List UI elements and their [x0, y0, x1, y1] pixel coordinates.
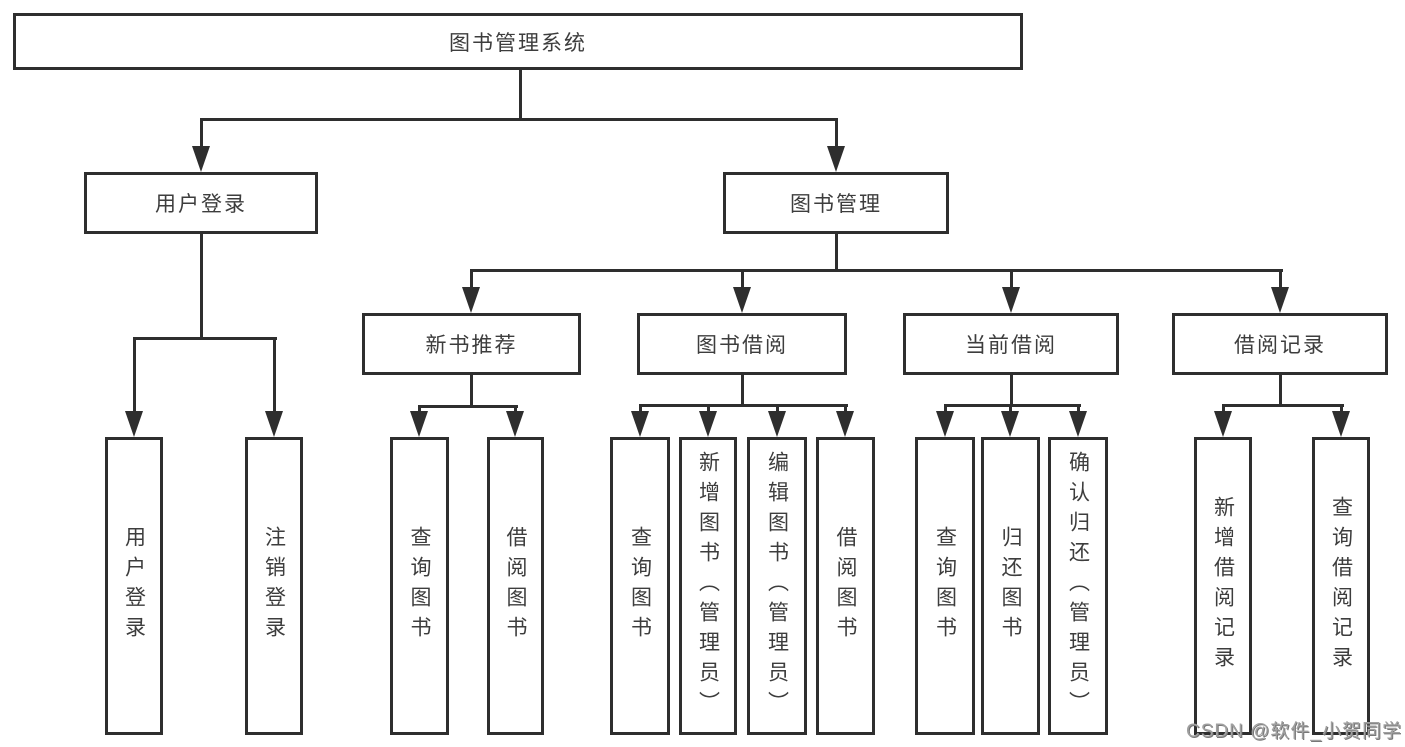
arrowhead-down-icon	[506, 411, 524, 437]
arrowhead-down-icon	[768, 411, 786, 437]
node-borrow-records: 借阅记录	[1172, 313, 1388, 375]
connector-line	[741, 269, 744, 289]
connector-line	[741, 375, 744, 406]
node-current-borrow-label: 当前借阅	[965, 334, 1057, 357]
node-borrow-records-label: 借阅记录	[1234, 334, 1326, 357]
arrowhead-down-icon	[1214, 411, 1232, 437]
connector-line	[273, 337, 276, 413]
connector-line	[639, 404, 848, 407]
leaf-add-borrow-record: 新增借阅记录	[1194, 437, 1252, 735]
leaf-add-book-admin-label: 新增图书（管理员）	[696, 451, 720, 721]
leaf-borrow-books-recommend-label: 借阅图书	[504, 526, 528, 646]
leaf-add-borrow-record-label: 新增借阅记录	[1211, 496, 1235, 676]
leaf-query-borrow-record-label: 查询借阅记录	[1329, 496, 1353, 676]
leaf-query-borrow-record: 查询借阅记录	[1312, 437, 1370, 735]
connector-line	[639, 404, 642, 413]
leaf-query-books-current: 查询图书	[915, 437, 975, 735]
connector-line	[519, 70, 522, 118]
arrowhead-down-icon	[631, 411, 649, 437]
leaf-logout: 注销登录	[245, 437, 303, 735]
leaf-logout-label: 注销登录	[262, 526, 286, 646]
connector-line	[418, 405, 518, 408]
arrowhead-down-icon	[733, 287, 751, 313]
connector-line	[944, 404, 947, 413]
arrowhead-down-icon	[192, 146, 210, 172]
leaf-confirm-return-admin-label: 确认归还（管理员）	[1066, 451, 1090, 721]
arrowhead-down-icon	[1001, 411, 1019, 437]
leaf-query-books-borrow: 查询图书	[610, 437, 670, 735]
connector-line	[1077, 404, 1080, 413]
node-user-login: 用户登录	[84, 172, 318, 234]
connector-line	[514, 405, 517, 413]
node-new-book-recommend-label: 新书推荐	[425, 334, 518, 357]
node-book-management-label: 图书管理	[790, 193, 882, 216]
leaf-return-book-label: 归还图书	[999, 526, 1023, 646]
leaf-user-login: 用户登录	[105, 437, 163, 735]
node-new-book-recommend: 新书推荐	[362, 313, 581, 375]
connector-line	[944, 404, 1081, 407]
csdn-watermark: CSDN @软件_小贺同学	[1186, 721, 1402, 742]
leaf-borrow-books-recommend: 借阅图书	[487, 437, 544, 735]
leaf-add-book-admin: 新增图书（管理员）	[679, 437, 737, 735]
node-book-management: 图书管理	[723, 172, 949, 234]
connector-line	[470, 269, 473, 289]
arrowhead-down-icon	[410, 411, 428, 437]
connector-line	[1222, 404, 1225, 413]
arrowhead-down-icon	[936, 411, 954, 437]
leaf-return-book: 归还图书	[981, 437, 1040, 735]
connector-line	[1340, 404, 1343, 413]
connector-line	[835, 234, 838, 271]
connector-line	[133, 337, 277, 340]
node-root: 图书管理系统	[13, 13, 1023, 70]
connector-line	[470, 375, 473, 407]
connector-line	[133, 337, 136, 413]
connector-line	[470, 269, 1283, 272]
connector-line	[200, 234, 203, 338]
node-current-borrow: 当前借阅	[903, 313, 1119, 375]
leaf-edit-book-admin-label: 编辑图书（管理员）	[765, 451, 789, 721]
leaf-query-books-current-label: 查询图书	[933, 526, 957, 646]
connector-line	[1010, 375, 1013, 406]
arrowhead-down-icon	[1332, 411, 1350, 437]
node-root-label: 图书管理系统	[449, 31, 587, 55]
leaf-confirm-return-admin: 确认归还（管理员）	[1048, 437, 1108, 735]
connector-line	[844, 404, 847, 413]
arrowhead-down-icon	[1271, 287, 1289, 313]
connector-line	[1279, 375, 1282, 406]
arrowhead-down-icon	[836, 411, 854, 437]
connector-line	[1010, 269, 1013, 289]
arrowhead-down-icon	[462, 287, 480, 313]
arrowhead-down-icon	[265, 411, 283, 437]
node-book-borrow-label: 图书借阅	[696, 334, 788, 357]
connector-line	[200, 118, 838, 121]
connector-line	[200, 118, 203, 150]
connector-line	[1279, 269, 1282, 289]
connector-line	[1009, 404, 1012, 413]
connector-line	[1222, 404, 1344, 407]
connector-line	[835, 118, 838, 150]
connector-line	[707, 404, 710, 413]
leaf-user-login-label: 用户登录	[122, 526, 146, 646]
leaf-query-books-recommend-label: 查询图书	[408, 526, 432, 646]
leaf-edit-book-admin: 编辑图书（管理员）	[747, 437, 807, 735]
arrowhead-down-icon	[125, 411, 143, 437]
arrowhead-down-icon	[699, 411, 717, 437]
node-user-login-label: 用户登录	[155, 193, 247, 216]
arrowhead-down-icon	[827, 146, 845, 172]
leaf-query-books-borrow-label: 查询图书	[628, 526, 652, 646]
arrowhead-down-icon	[1002, 287, 1020, 313]
leaf-borrow-books: 借阅图书	[816, 437, 875, 735]
leaf-query-books-recommend: 查询图书	[390, 437, 449, 735]
leaf-borrow-books-label: 借阅图书	[834, 526, 858, 646]
arrowhead-down-icon	[1069, 411, 1087, 437]
connector-line	[418, 405, 421, 413]
node-book-borrow: 图书借阅	[637, 313, 847, 375]
connector-line	[776, 404, 779, 413]
